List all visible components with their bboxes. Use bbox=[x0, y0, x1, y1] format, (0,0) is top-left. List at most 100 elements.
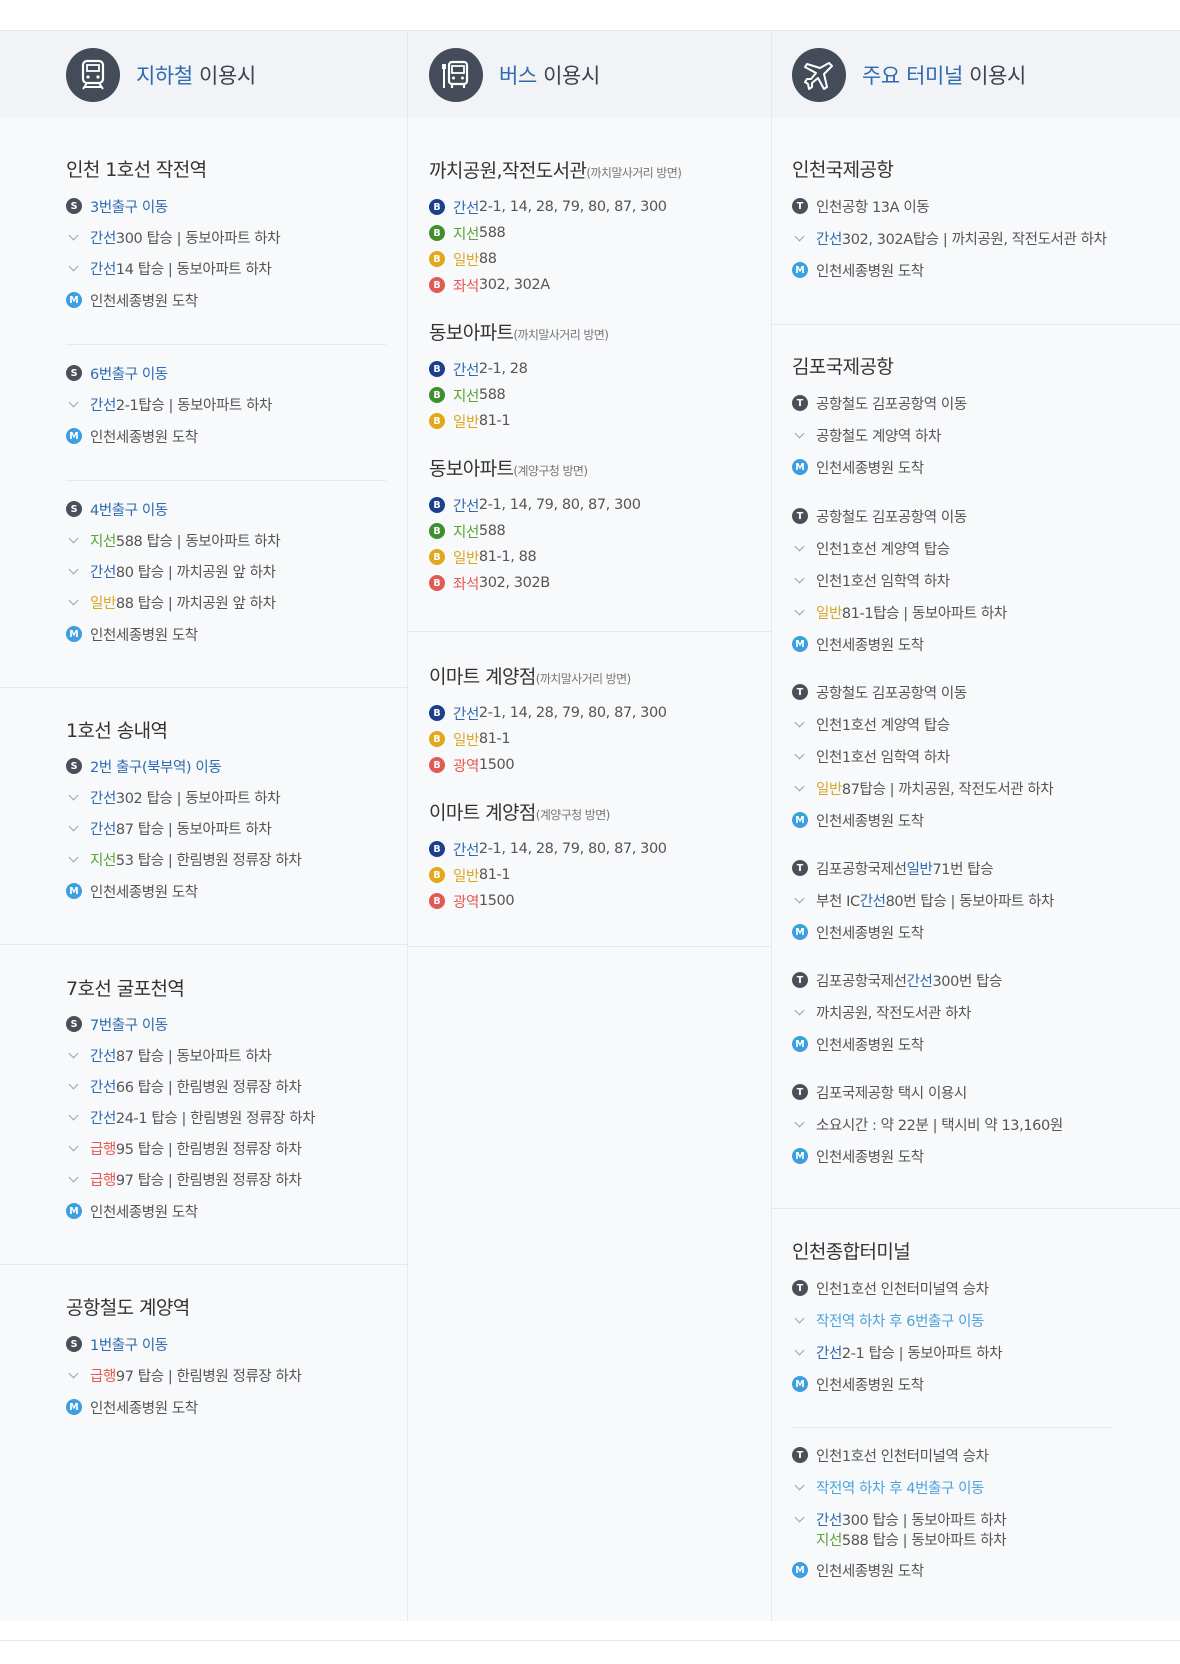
bus-b-icon: B bbox=[429, 199, 445, 215]
bus-b-icon: B bbox=[429, 731, 445, 747]
bus-b-icon: B bbox=[429, 575, 445, 591]
bus-header: 버스 이용시 bbox=[408, 31, 771, 118]
route-step: 급행 97 탑승 | 한림병원 정류장 하차 bbox=[66, 1168, 302, 1190]
chevron-down-icon bbox=[792, 427, 808, 443]
subway-s-icon: S bbox=[66, 1336, 82, 1352]
terminal-header-title: 주요 터미널 이용시 bbox=[862, 63, 1026, 88]
route-step: 급행 97 탑승 | 한림병원 정류장 하차 bbox=[66, 1364, 302, 1386]
chevron-down-icon bbox=[66, 820, 82, 836]
chevron-down-icon bbox=[792, 1344, 808, 1360]
subway-s-icon: S bbox=[66, 501, 82, 517]
hospital-m-icon: M bbox=[792, 262, 808, 278]
route-step: 간선 24-1 탑승 | 한림병원 정류장 하차 bbox=[66, 1106, 315, 1128]
bus-b-icon: B bbox=[429, 497, 445, 513]
terminal-title: 인천국제공항 bbox=[792, 159, 894, 181]
bus-b-icon: B bbox=[429, 549, 445, 565]
terminal-t-icon: T bbox=[792, 860, 808, 876]
bus-b-icon: B bbox=[429, 523, 445, 539]
chevron-down-icon bbox=[66, 1078, 82, 1094]
route-step: 공항철도 계양역 하차 bbox=[792, 424, 941, 446]
route-step: 지선 588 탑승 | 동보아파트 하차 bbox=[66, 529, 281, 551]
chevron-down-icon bbox=[66, 229, 82, 245]
bus-b-icon: B bbox=[429, 361, 445, 377]
chevron-down-icon bbox=[792, 716, 808, 732]
route-step: 간선 14 탑승 | 동보아파트 하차 bbox=[66, 257, 272, 279]
bottom-divider bbox=[0, 1640, 1180, 1641]
chevron-down-icon bbox=[66, 1109, 82, 1125]
header-row bbox=[0, 31, 1180, 118]
bus-header-title: 버스 이용시 bbox=[499, 63, 600, 88]
subway-train-icon bbox=[66, 47, 120, 102]
hospital-m-icon: M bbox=[792, 1376, 808, 1392]
subway-s-icon: S bbox=[66, 365, 82, 381]
chevron-down-icon bbox=[792, 230, 808, 246]
route-step: 소요시간 : 약 22분 | 택시비 약 13,160원 bbox=[792, 1113, 1063, 1135]
hospital-m-icon: M bbox=[66, 428, 82, 444]
route-step: 간선 300 탑승 | 동보아파트 하차 bbox=[66, 226, 281, 248]
airplane-icon bbox=[792, 47, 846, 102]
terminal-t-icon: T bbox=[792, 508, 808, 524]
route-step: 인천1호선 계양역 탑승 bbox=[792, 713, 950, 735]
route-step: 인천1호선 임학역 하차 bbox=[792, 745, 950, 767]
hospital-m-icon: M bbox=[66, 1399, 82, 1415]
chevron-down-icon bbox=[792, 780, 808, 796]
route-step: 급행 95 탑승 | 한림병원 정류장 하차 bbox=[66, 1137, 302, 1159]
route-step: 지선 53 탑승 | 한림병원 정류장 하차 bbox=[66, 848, 302, 870]
chevron-down-icon bbox=[66, 1367, 82, 1383]
chevron-down-icon bbox=[792, 1479, 808, 1495]
section-divider bbox=[408, 631, 771, 632]
chevron-down-icon bbox=[792, 604, 808, 620]
route-step: 지선 588 탑승 | 동보아파트 하차 bbox=[816, 1532, 1007, 1549]
terminal-title: 김포국제공항 bbox=[792, 356, 894, 378]
route-step: 간선 2-1 탑승 | 동보아파트 하차 bbox=[792, 1341, 1003, 1363]
bus-b-icon: B bbox=[429, 705, 445, 721]
chevron-down-icon bbox=[66, 1140, 82, 1156]
top-strip bbox=[0, 0, 1180, 31]
subway-s-icon: S bbox=[66, 198, 82, 214]
bus-b-icon: B bbox=[429, 413, 445, 429]
route-step: 간선 87 탑승 | 동보아파트 하차 bbox=[66, 817, 272, 839]
divider bbox=[792, 1427, 1112, 1428]
chevron-down-icon bbox=[66, 260, 82, 276]
route-step: 간선 87 탑승 | 동보아파트 하차 bbox=[66, 1044, 272, 1066]
bus-b-icon: B bbox=[429, 225, 445, 241]
station-title: 1호선 송내역 bbox=[66, 720, 168, 742]
route-step: 작전역 하차 후 6번출구 이동 bbox=[792, 1309, 984, 1331]
route-step: 간선 302 탑승 | 동보아파트 하차 bbox=[66, 786, 281, 808]
chevron-down-icon bbox=[66, 1171, 82, 1187]
subway-header: 지하철 이용시 bbox=[0, 31, 407, 118]
chevron-down-icon bbox=[792, 540, 808, 556]
section-divider bbox=[0, 1264, 407, 1265]
chevron-down-icon bbox=[792, 1116, 808, 1132]
route-step: 부천 IC 간선 80번 탑승 | 동보아파트 하차 bbox=[792, 889, 1054, 911]
